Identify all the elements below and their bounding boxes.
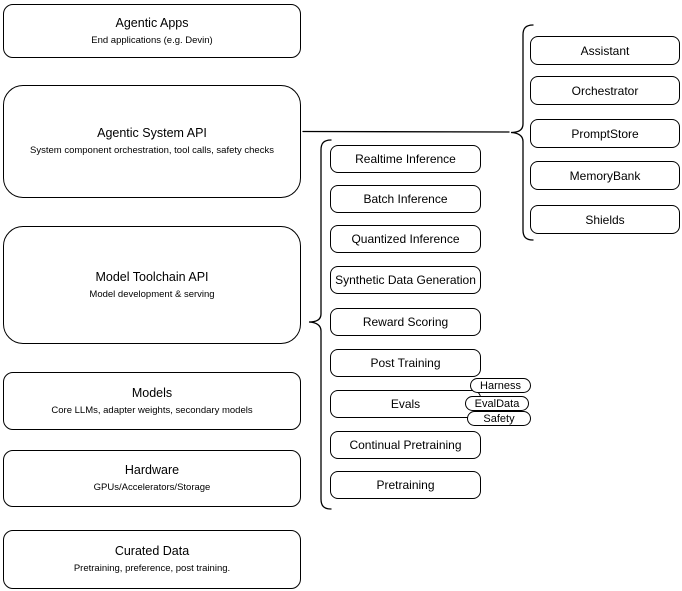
node-promptstore: PromptStore [530, 119, 680, 148]
node-subtitle: System component orchestration, tool cal… [30, 145, 274, 156]
node-memorybank: MemoryBank [530, 161, 680, 190]
node-curated-data: Curated Data Pretraining, preference, po… [3, 530, 301, 589]
node-evals: Evals [330, 390, 481, 418]
node-title: Curated Data [114, 544, 190, 558]
node-model-toolchain-api: Model Toolchain API Model development & … [3, 226, 301, 344]
node-orchestrator: Orchestrator [530, 76, 680, 105]
node-subtitle: End applications (e.g. Devin) [91, 34, 213, 46]
node-realtime-inference: Realtime Inference [330, 145, 481, 173]
node-reward-scoring: Reward Scoring [330, 308, 481, 336]
node-shields: Shields [530, 205, 680, 234]
node-quantized-inference: Quantized Inference [330, 225, 481, 253]
node-title: Agentic Apps [115, 15, 189, 30]
node-title: Hardware [124, 463, 180, 477]
node-hardware: Hardware GPUs/Accelerators/Storage [3, 450, 301, 507]
node-models: Models Core LLMs, adapter weights, secon… [3, 372, 301, 430]
node-pretraining: Pretraining [330, 471, 481, 499]
system-api-connector-line [302, 130, 510, 133]
node-assistant: Assistant [530, 36, 680, 65]
pill-evaldata: EvalData [465, 396, 529, 411]
node-subtitle: Pretraining, preference, post training. [73, 563, 231, 574]
node-continual-pretraining: Continual Pretraining [330, 431, 481, 459]
node-title: Agentic System API [97, 126, 207, 140]
toolchain-brace [308, 139, 332, 510]
node-title: Model Toolchain API [95, 269, 209, 284]
node-subtitle: Model development & serving [89, 288, 215, 300]
pill-safety: Safety [467, 411, 531, 426]
node-agentic-apps: Agentic Apps End applications (e.g. Devi… [3, 4, 301, 58]
pill-harness: Harness [470, 378, 531, 393]
node-title: Models [131, 385, 173, 400]
node-agentic-system-api: Agentic System API System component orch… [3, 85, 301, 198]
node-subtitle: Core LLMs, adapter weights, secondary mo… [51, 404, 253, 416]
node-post-training: Post Training [330, 349, 481, 377]
node-batch-inference: Batch Inference [330, 185, 481, 213]
node-subtitle: GPUs/Accelerators/Storage [93, 482, 211, 493]
node-synthetic-data-generation: Synthetic Data Generation [330, 266, 481, 294]
